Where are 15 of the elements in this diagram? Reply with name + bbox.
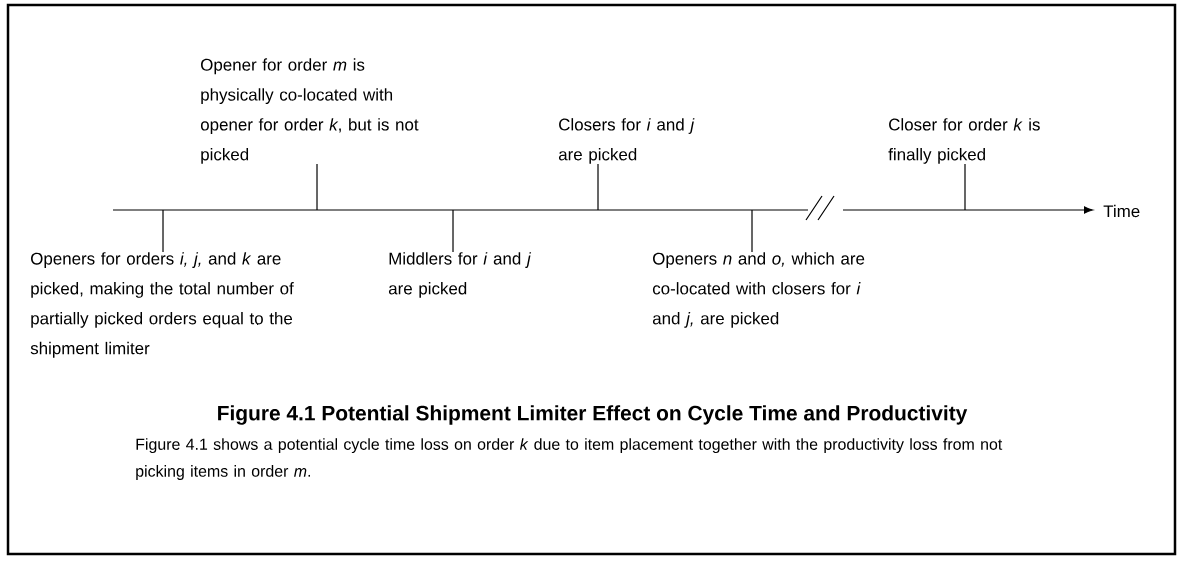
axis-label: Time [1103, 204, 1140, 218]
annotation-text: Closer for order k is finally picked [888, 118, 1040, 164]
annotation-text: Openers n and o, which are co-located with closers for i and j, are picked [652, 252, 865, 328]
leader-line [751, 209, 753, 253]
leader-line [597, 163, 599, 211]
figure-title: Figure 4.1 Potential Shipment Limiter Effect on Cycle Time and Productivity [218, 405, 968, 425]
leader-line [162, 209, 164, 253]
annotation-text: Middlers for i and j are picked [388, 252, 532, 298]
leader-line [316, 163, 318, 211]
annotation-text: Closers for i and j are picked [558, 118, 695, 164]
leader-line [452, 209, 454, 253]
figure-caption: Figure 4.1 shows a potential cycle time loss on order k due to item placement together with the productivity loss from not picking items in order m. [136, 438, 1003, 480]
annotation-text: Opener for order m is physically co-located with opener for order k, but is not picked [200, 58, 419, 164]
annotation-text: Openers for orders i, j, and k are picked, making the total number of partially picked orders equal to the shipment limiter [30, 252, 294, 358]
leader-line [964, 163, 966, 211]
